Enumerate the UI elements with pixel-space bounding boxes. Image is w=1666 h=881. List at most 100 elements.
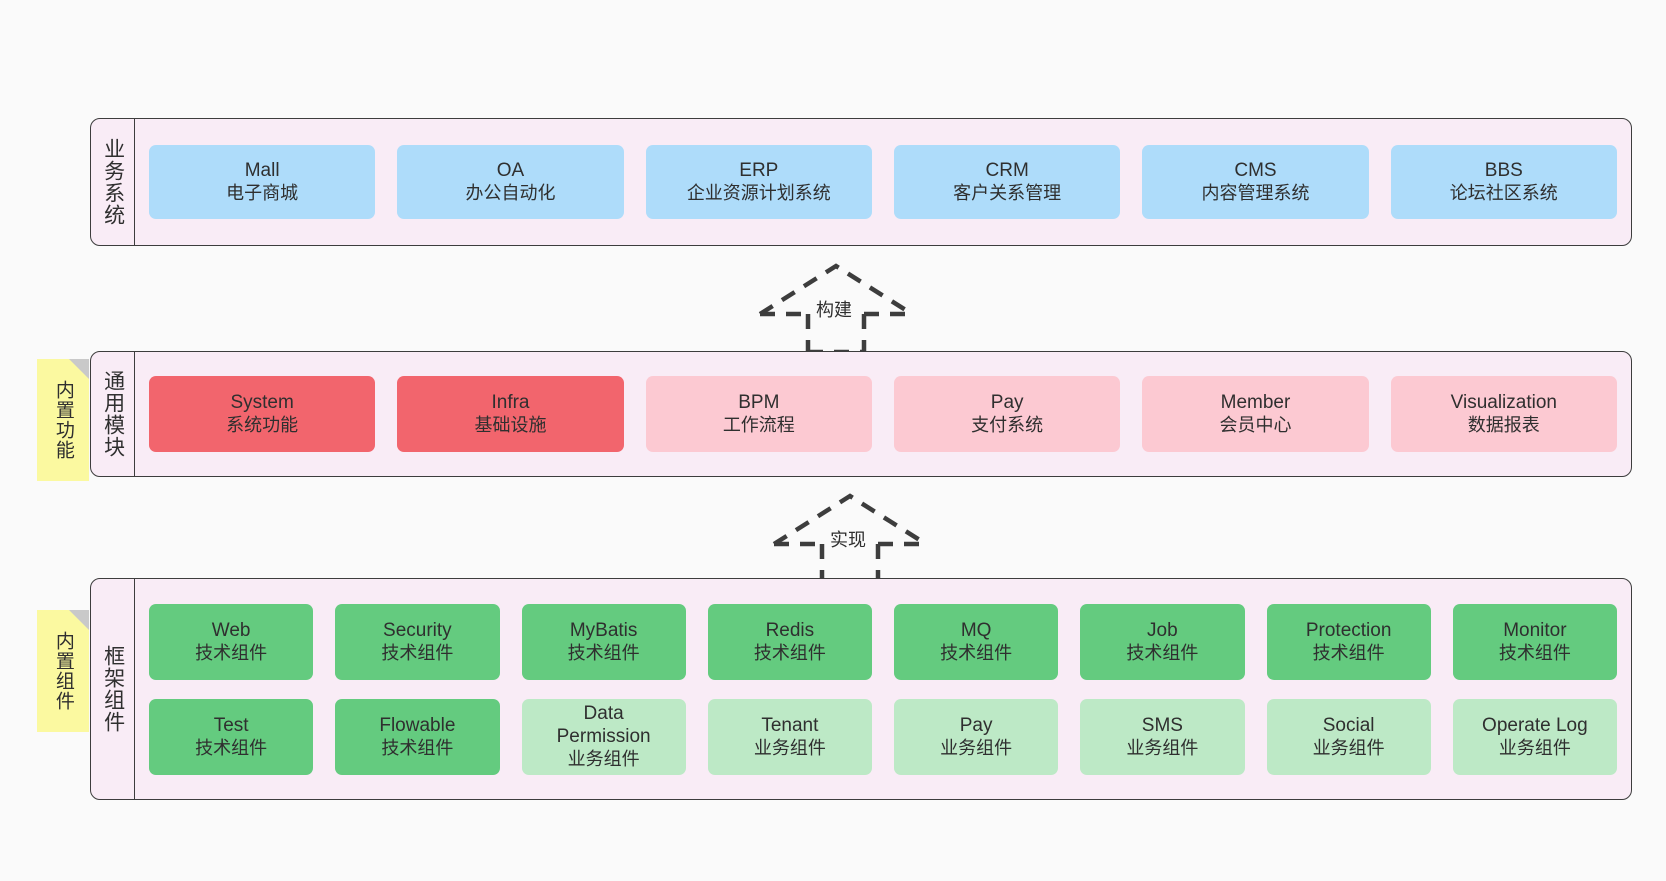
card-flowable[interactable]: Flowable 技术组件 [335,698,500,775]
card-title: Monitor [1503,619,1567,641]
card-title: Pay [959,714,993,736]
card-subtitle: 工作流程 [722,415,795,436]
card-title: Test [213,714,249,736]
connector-implement: 实现 [770,492,930,585]
card-protection[interactable]: Protection 技术组件 [1266,603,1431,680]
card-bbs[interactable]: BBS 论坛社区系统 [1390,145,1617,219]
card-title: ERP [739,160,779,182]
layer-title-business-system: 业务系统 [91,119,135,245]
card-subtitle: 技术组件 [1126,642,1199,663]
card-title: System [230,392,294,414]
note-builtin-component[interactable]: 内置组件 [37,610,89,732]
card-infra[interactable]: Infra 基础设施 [397,376,624,452]
card-subtitle: 支付系统 [971,415,1044,436]
card-title: BPM [738,392,780,414]
card-oa[interactable]: OA 办公自动化 [397,145,624,219]
card-redis[interactable]: Redis 技术组件 [707,603,872,680]
card-title: Flowable [379,714,456,736]
card-row: System 系统功能 Infra 基础设施 BPM 工作流程 Pay 支付系统… [149,376,1617,452]
card-tenant[interactable]: Tenant 业务组件 [707,698,872,775]
card-pay[interactable]: Pay 支付系统 [893,376,1121,452]
card-system[interactable]: System 系统功能 [149,376,376,452]
card-subtitle: 系统功能 [226,415,299,436]
note-fold-corner-icon [69,359,89,379]
layer-framework-component: 框架组件 Web 技术组件 Security 技术组件 MyBatis 技术组件… [90,578,1632,800]
card-subtitle: 客户关系管理 [953,183,1062,204]
card-subtitle: 业务组件 [1312,737,1385,758]
card-subtitle: 业务组件 [1126,737,1199,758]
card-member[interactable]: Member 会员中心 [1142,376,1369,452]
card-title: OA [496,160,525,182]
card-erp[interactable]: ERP 企业资源计划系统 [645,145,872,219]
note-text: 内置组件 [52,631,74,711]
card-operate-log[interactable]: Operate Log 业务组件 [1452,698,1617,775]
card-job[interactable]: Job 技术组件 [1080,603,1245,680]
card-subtitle: 基础设施 [474,415,547,436]
card-title: Tenant [761,714,819,736]
layer-title-framework-component: 框架组件 [91,579,135,799]
connector-build-label: 构建 [816,300,852,320]
card-title: MQ [960,619,992,641]
card-title: CMS [1234,160,1277,182]
card-title: Security [383,619,452,641]
card-security[interactable]: Security 技术组件 [335,603,500,680]
card-subtitle: 企业资源计划系统 [686,183,831,204]
card-subtitle: 论坛社区系统 [1449,183,1558,204]
layer-body-common-module: System 系统功能 Infra 基础设施 BPM 工作流程 Pay 支付系统… [135,352,1631,476]
note-text: 内置功能 [52,380,74,460]
card-title: Visualization [1450,392,1557,414]
layer-title-common-module: 通用模块 [91,352,135,476]
card-subtitle: 办公自动化 [465,183,556,204]
card-title: Infra [491,392,530,414]
card-subtitle: 业务组件 [940,737,1013,758]
card-subtitle: 技术组件 [753,642,826,663]
card-subtitle: 会员中心 [1219,415,1292,436]
card-title: Data Permission [556,703,651,748]
card-subtitle: 技术组件 [1498,642,1571,663]
card-title: CRM [985,160,1029,182]
card-sms[interactable]: SMS 业务组件 [1080,698,1245,775]
card-title: Operate Log [1482,714,1588,736]
card-title: Pay [990,392,1024,414]
note-builtin-feature[interactable]: 内置功能 [37,359,89,481]
card-title: Redis [765,619,815,641]
card-row: Web 技术组件 Security 技术组件 MyBatis 技术组件 Redi… [149,603,1617,680]
card-subtitle: 电子商城 [226,183,299,204]
layer-business-system: 业务系统 Mall 电子商城 OA 办公自动化 ERP 企业资源计划系统 CRM [90,118,1632,246]
layer-title-text: 业务系统 [101,138,125,226]
card-mall[interactable]: Mall 电子商城 [149,145,376,219]
layer-common-module: 通用模块 System 系统功能 Infra 基础设施 BPM 工作流程 Pay [90,351,1632,477]
connector-build: 构建 [756,262,916,355]
card-row: Test 技术组件 Flowable 技术组件 Data Permission … [149,698,1617,775]
card-cms[interactable]: CMS 内容管理系统 [1142,145,1369,219]
card-data-permission[interactable]: Data Permission 业务组件 [521,698,686,775]
card-social[interactable]: Social 业务组件 [1266,698,1431,775]
card-title: Member [1220,392,1291,414]
card-row: Mall 电子商城 OA 办公自动化 ERP 企业资源计划系统 CRM 客户关系… [149,145,1617,219]
card-visualization[interactable]: Visualization 数据报表 [1390,376,1617,452]
card-test[interactable]: Test 技术组件 [149,698,314,775]
card-subtitle: 业务组件 [567,749,640,770]
card-pay-business[interactable]: Pay 业务组件 [894,698,1059,775]
note-fold-corner-icon [69,610,89,630]
card-bpm[interactable]: BPM 工作流程 [645,376,872,452]
layer-body-business-system: Mall 电子商城 OA 办公自动化 ERP 企业资源计划系统 CRM 客户关系… [135,119,1631,245]
layer-body-framework-component: Web 技术组件 Security 技术组件 MyBatis 技术组件 Redi… [135,579,1631,799]
card-title: Job [1147,619,1178,641]
card-subtitle: 数据报表 [1467,415,1540,436]
card-subtitle: 技术组件 [381,737,454,758]
card-mq[interactable]: MQ 技术组件 [894,603,1059,680]
card-monitor[interactable]: Monitor 技术组件 [1452,603,1617,680]
card-title: Protection [1305,619,1392,641]
card-subtitle: 技术组件 [1312,642,1385,663]
card-crm[interactable]: CRM 客户关系管理 [893,145,1121,219]
card-subtitle: 技术组件 [567,642,640,663]
card-subtitle: 业务组件 [753,737,826,758]
card-mybatis[interactable]: MyBatis 技术组件 [521,603,686,680]
layer-title-text: 框架组件 [101,645,125,733]
card-title: SMS [1141,714,1183,736]
layer-title-text: 通用模块 [101,370,125,458]
card-subtitle: 技术组件 [195,737,268,758]
card-web[interactable]: Web 技术组件 [149,603,314,680]
